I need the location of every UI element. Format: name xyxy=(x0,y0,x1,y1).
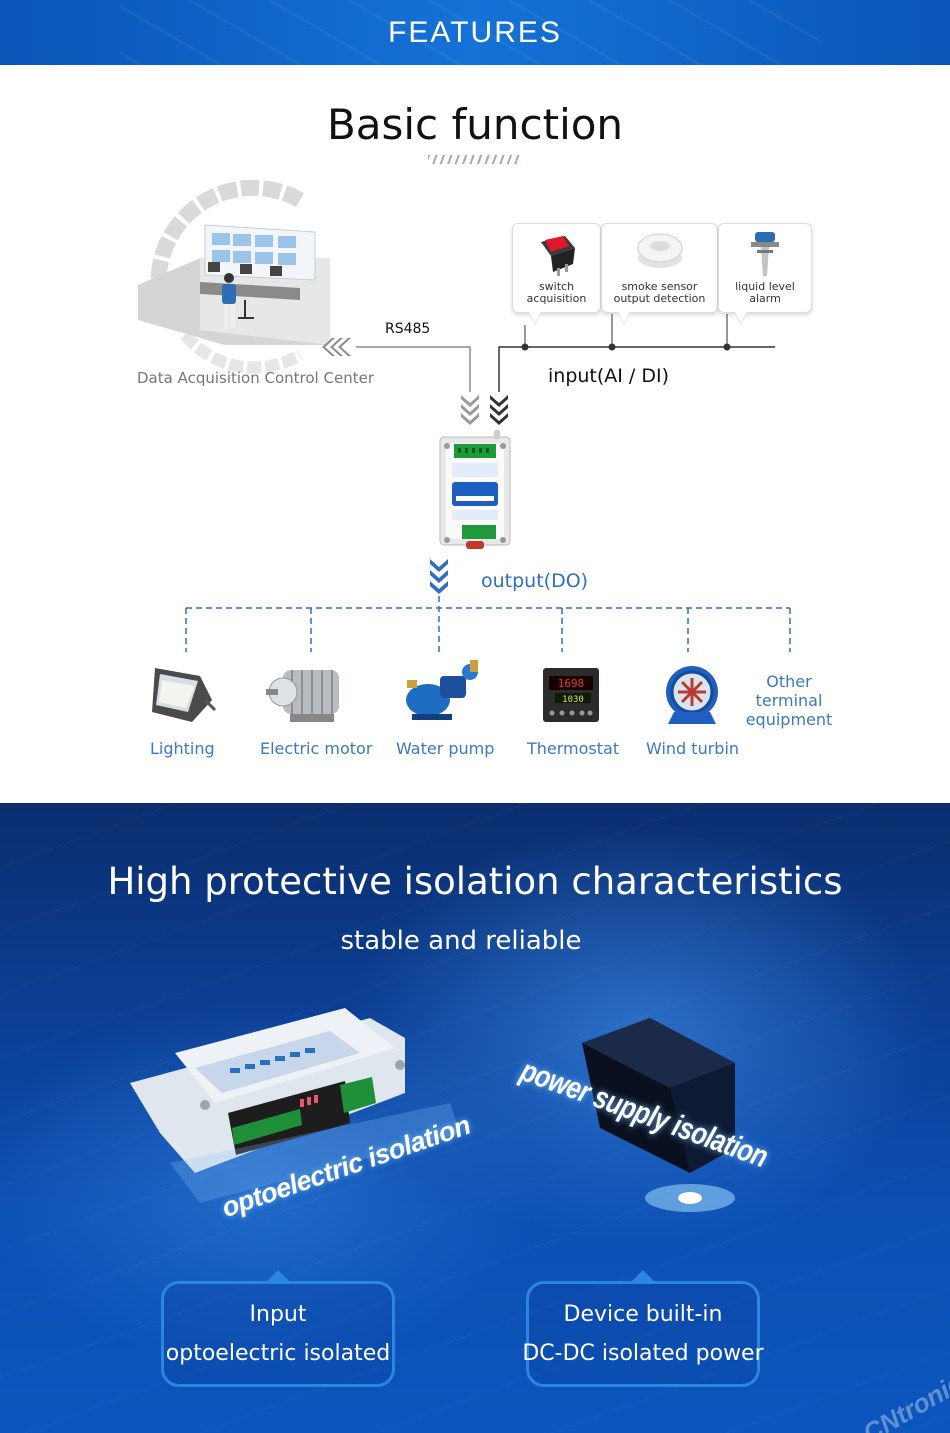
other-line2: terminal xyxy=(755,691,823,710)
io-module-render xyxy=(130,1008,460,1203)
input-box-line1: Input xyxy=(249,1302,307,1327)
control-center-label: Data Acquisition Control Center xyxy=(137,369,374,387)
title-decoration xyxy=(428,155,522,164)
basic-function-title: Basic function xyxy=(326,100,624,149)
liquid-level-icon xyxy=(751,232,779,276)
isolation-subtitle: stable and reliable xyxy=(340,926,582,956)
device-label-motor: Electric motor xyxy=(260,739,373,758)
sensor-liquid-line1: liquid level xyxy=(735,280,795,293)
other-line1: Other xyxy=(766,672,812,691)
control-center-illustration xyxy=(138,179,330,374)
output-chevrons xyxy=(430,559,448,594)
basic-function-diagram: 1698 1030 xyxy=(138,179,791,724)
input-down-chevrons xyxy=(490,395,508,425)
banner-title: FEATURES xyxy=(388,15,562,49)
output-distribution-lines xyxy=(185,596,791,652)
svg-text:1030: 1030 xyxy=(562,695,584,705)
device-label-other: Other terminal equipment xyxy=(744,672,834,729)
other-line3: equipment xyxy=(745,710,833,729)
water-pump-icon xyxy=(406,660,478,720)
input-line xyxy=(498,346,775,392)
input-box-line2: optoelectric isolated xyxy=(165,1341,391,1366)
isolation-illustrations xyxy=(130,1008,735,1212)
power-box-line1: Device built-in xyxy=(563,1302,723,1327)
floodlight-icon xyxy=(152,668,217,722)
isolation-title: High protective isolation characteristic… xyxy=(107,860,843,903)
sensor-liquid-line2: alarm xyxy=(749,292,781,305)
output-label: output(DO) xyxy=(481,570,589,592)
device-label-pump: Water pump xyxy=(396,739,495,758)
input-label: input(AI / DI) xyxy=(548,365,670,387)
rs485-line xyxy=(356,346,471,392)
device-label-wind-turbin: Wind turbin xyxy=(646,739,740,758)
power-box-line2: DC-DC isolated power xyxy=(522,1341,764,1366)
sensor-smoke-line2: output detection xyxy=(613,292,706,305)
power-isolation-box-label: Device built-in DC-DC isolated power xyxy=(522,1281,764,1387)
power-isolation-box xyxy=(582,1018,735,1212)
sensor-smoke-line1: smoke sensor xyxy=(621,280,698,293)
thermostat-icon: 1698 1030 xyxy=(543,668,599,722)
rs485-arrows xyxy=(322,338,351,356)
device-label-thermostat: Thermostat xyxy=(527,739,620,758)
fan-icon xyxy=(666,666,718,724)
rs485-down-chevrons xyxy=(461,395,479,425)
smoke-sensor-icon xyxy=(637,233,682,268)
switch-icon xyxy=(540,236,575,276)
isolation-section: High protective isolation characteristic… xyxy=(0,803,950,1433)
device-label-lighting: Lighting xyxy=(150,739,215,758)
rs485-label: RS485 xyxy=(385,321,431,337)
motor-icon xyxy=(266,670,339,722)
features-banner: FEATURES xyxy=(0,0,950,65)
sensor-switch-line1: switch xyxy=(538,280,575,293)
input-isolation-box: Input optoelectric isolated xyxy=(161,1281,395,1387)
svg-text:1698: 1698 xyxy=(558,677,585,690)
sensor-switch-line2: acquisition xyxy=(526,292,587,305)
io-module-device xyxy=(439,430,511,549)
